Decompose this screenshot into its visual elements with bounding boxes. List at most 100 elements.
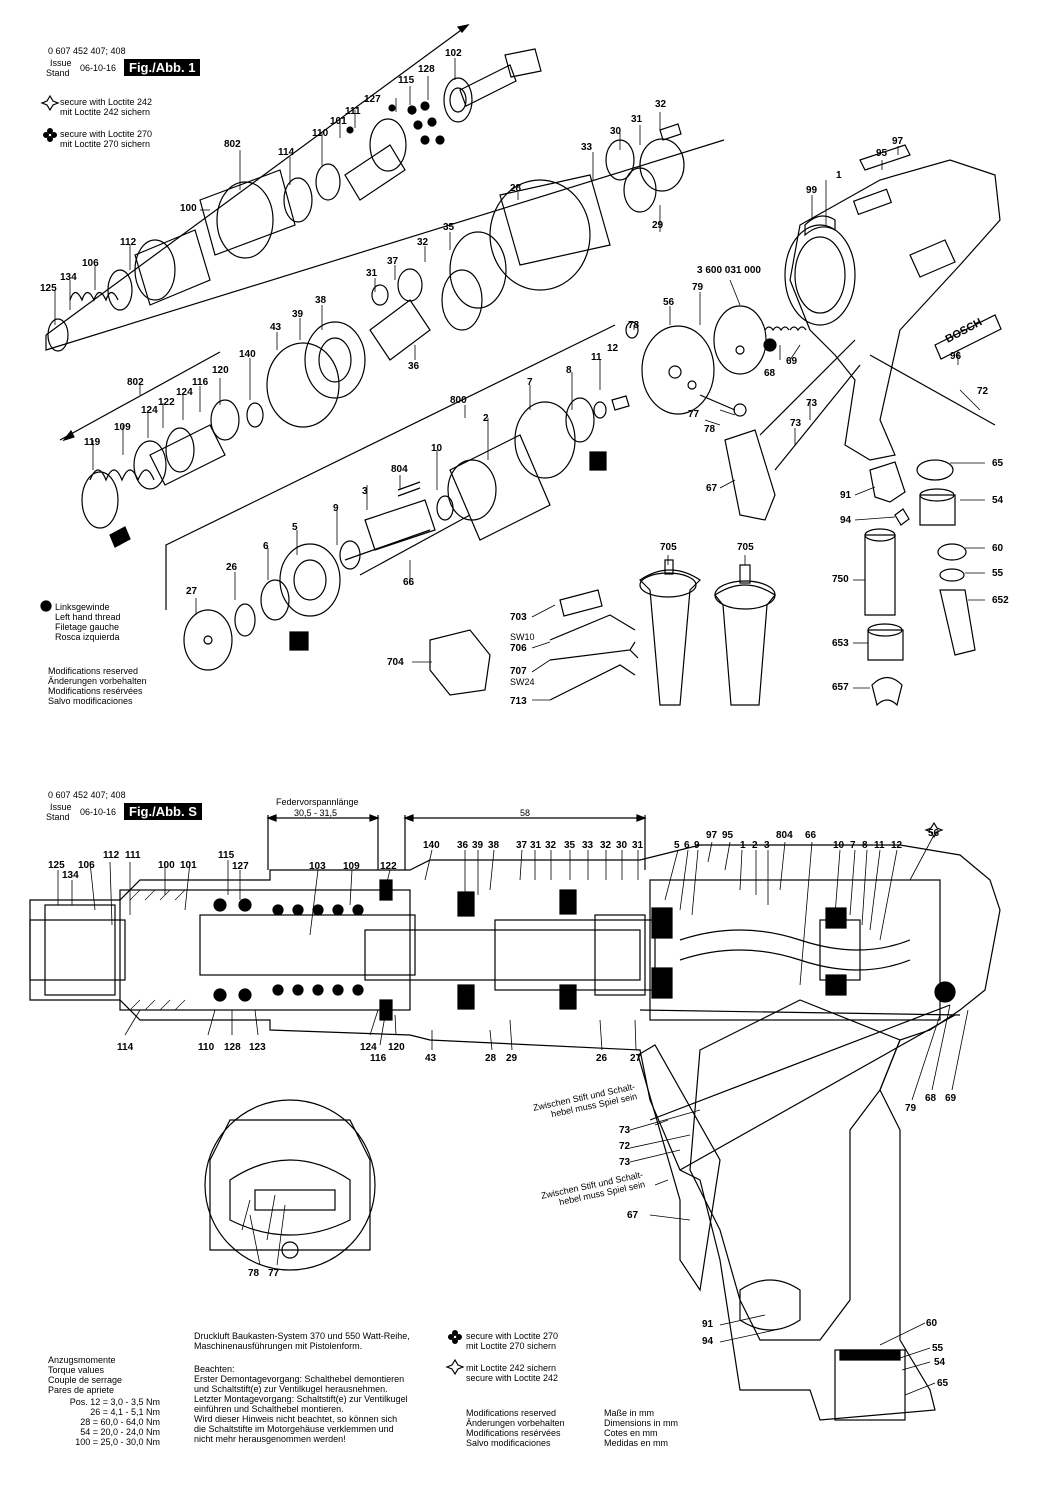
label-73: 73 <box>806 398 818 409</box>
label-125: 125 <box>40 283 57 294</box>
label-111: 111 <box>345 106 361 117</box>
b-label-38: 38 <box>488 840 500 851</box>
loctite-242-icon-bottom <box>445 1358 465 1376</box>
label-124: 124 <box>176 387 193 398</box>
label-800: 800 <box>450 395 467 406</box>
label-134: 134 <box>60 272 77 283</box>
label-705: 705 <box>660 542 677 553</box>
label-8: 8 <box>566 365 572 376</box>
label-3600031000: 3 600 031 000 <box>697 265 761 276</box>
label-33: 33 <box>581 142 593 153</box>
valve-assembly <box>625 305 807 417</box>
label-43: 43 <box>270 322 282 333</box>
b-label-37: 37 <box>516 840 528 851</box>
label-77: 77 <box>688 409 700 420</box>
b-label-6: 6 <box>684 840 690 851</box>
b-label-1: 1 <box>740 840 746 851</box>
b-label-125: 125 <box>48 860 65 871</box>
label-109: 109 <box>114 422 131 433</box>
b-label-112: 112 <box>103 850 120 861</box>
figure-badge-top: Fig./Abb. 1 <box>124 59 201 76</box>
label-804: 804 <box>391 464 408 475</box>
label-32b: 32 <box>417 237 429 248</box>
doc-number-top: 0 607 452 407; 408 <box>48 46 126 56</box>
label-116: 116 <box>192 377 209 388</box>
label-5: 5 <box>292 522 298 533</box>
leader-lines-top <box>54 58 985 701</box>
units-note: Maße in mm Dimensions in mm Cotes en mm … <box>604 1408 679 1448</box>
label-31: 31 <box>631 114 643 125</box>
label-79: 79 <box>692 282 704 293</box>
label-37: 37 <box>387 256 399 267</box>
spring-preload-value: 30,5 - 31,5 <box>294 808 338 818</box>
label-10: 10 <box>431 443 443 454</box>
stand-label-bottom: Stand <box>46 812 70 822</box>
b-label-2: 2 <box>752 840 758 851</box>
axis-line-2 <box>59 351 221 441</box>
doc-number-bottom: 0 607 452 407; 408 <box>48 790 126 800</box>
motor-assembly <box>183 395 630 671</box>
b-label-128: 128 <box>224 1042 241 1053</box>
label-802: 802 <box>224 139 241 150</box>
label-96: 96 <box>950 351 962 362</box>
label-78b: 78 <box>704 424 716 435</box>
label-101: 101 <box>330 116 347 127</box>
sw10-label: SW10 <box>510 632 535 642</box>
label-110: 110 <box>312 128 329 139</box>
label-652: 652 <box>992 595 1009 606</box>
b-label-39: 39 <box>472 840 484 851</box>
label-102: 102 <box>445 48 462 59</box>
label-35: 35 <box>443 222 455 233</box>
b-label-29: 29 <box>506 1053 518 1064</box>
label-73b: 73 <box>790 418 802 429</box>
b-label-31b: 31 <box>632 840 644 851</box>
b-label-28: 28 <box>485 1053 497 1064</box>
b-label-77: 77 <box>268 1268 280 1279</box>
label-124b: 124 <box>141 405 158 416</box>
label-120: 120 <box>212 365 229 376</box>
b-label-69: 69 <box>945 1093 957 1104</box>
b-label-114: 114 <box>117 1042 134 1053</box>
handles <box>639 559 776 706</box>
b-label-3: 3 <box>764 840 770 851</box>
pistol-housing <box>784 144 1002 461</box>
loctite-270-note-top: secure with Loctite 270 mit Loctite 270 … <box>60 129 153 149</box>
loctite-270-icon-bottom <box>448 1329 463 1344</box>
label-706: 706 <box>510 643 527 654</box>
b-label-31: 31 <box>530 840 542 851</box>
sw24-label: SW24 <box>510 677 535 687</box>
b-label-100: 100 <box>158 860 175 871</box>
label-27: 27 <box>186 586 198 597</box>
label-1: 1 <box>836 170 842 181</box>
label-28: 28 <box>510 183 522 194</box>
torque-values: Pos. 12 = 3,0 - 3,5 Nm 26 = 4,1 - 5,1 Nm… <box>69 1397 160 1447</box>
label-140: 140 <box>239 349 256 360</box>
section-drawing <box>29 814 1001 1421</box>
label-69: 69 <box>786 356 798 367</box>
label-31b: 31 <box>366 268 378 279</box>
b-label-27: 27 <box>630 1053 642 1064</box>
label-60: 60 <box>992 543 1004 554</box>
b-label-11: 11 <box>874 840 885 851</box>
label-119: 119 <box>84 437 101 448</box>
b-label-7: 7 <box>850 840 856 851</box>
b-label-122: 122 <box>380 861 397 872</box>
system-note: Druckluft Baukasten-System 370 und 550 W… <box>194 1331 410 1351</box>
b-label-32b: 32 <box>600 840 612 851</box>
label-128: 128 <box>418 64 435 75</box>
b-label-12: 12 <box>891 840 903 851</box>
label-99: 99 <box>806 185 818 196</box>
b-label-65: 65 <box>937 1378 949 1389</box>
b-label-30: 30 <box>616 840 628 851</box>
label-704: 704 <box>387 657 404 668</box>
axis-line-1 <box>45 24 469 336</box>
figure-badge-bottom: Fig./Abb. S <box>124 803 202 820</box>
stand-label-top: Stand <box>46 68 70 78</box>
issue-label-top: Issue <box>50 58 72 68</box>
label-12: 12 <box>607 343 619 354</box>
b-label-127: 127 <box>232 861 249 872</box>
label-750: 750 <box>832 574 849 585</box>
label-122: 122 <box>158 397 175 408</box>
b-label-68: 68 <box>925 1093 937 1104</box>
